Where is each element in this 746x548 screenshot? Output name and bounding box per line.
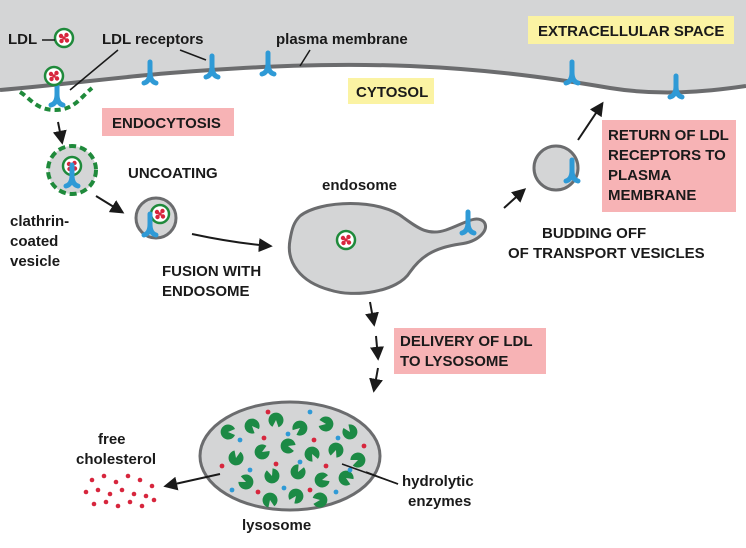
arrow-return xyxy=(577,101,604,141)
cholesterol-dot xyxy=(127,499,133,505)
lysosome-particle xyxy=(219,463,225,469)
arrow-uncoating xyxy=(95,195,125,214)
lysosome-particle xyxy=(285,431,291,437)
return-box xyxy=(602,120,736,212)
endosome-ldl-icon xyxy=(335,229,357,251)
lysosome-label: lysosome xyxy=(242,517,311,534)
lysosome-particle xyxy=(311,437,317,443)
delivery-box xyxy=(394,328,546,374)
lysosome-particle xyxy=(323,463,329,469)
cholesterol-dot xyxy=(115,503,121,509)
lysosome-particle xyxy=(273,461,279,467)
extracellular-label-box xyxy=(528,16,734,44)
ldl-label: LDL xyxy=(8,31,37,48)
cholesterol-dot xyxy=(149,483,155,489)
hydrolytic-label-line2: enzymes xyxy=(408,493,471,510)
lysosome-contents xyxy=(219,409,368,509)
cholesterol-dot xyxy=(143,493,149,499)
lysosome-particle xyxy=(347,467,353,473)
ldl-receptors-leader-1 xyxy=(69,49,119,91)
lysosome-particle xyxy=(361,443,367,449)
lysosome-particle xyxy=(307,487,313,493)
cholesterol-dot xyxy=(151,497,157,503)
return-label-line4: MEMBRANE xyxy=(608,187,696,204)
cytosol-label: CYTOSOL xyxy=(356,84,428,101)
cholesterol-dot xyxy=(119,487,125,493)
extracellular-label: EXTRACELLULAR SPACE xyxy=(538,23,724,40)
arrow-delivery-1 xyxy=(365,301,379,327)
ldl-particle-icon xyxy=(53,27,75,49)
fusion-label-line2: ENDOSOME xyxy=(162,283,250,300)
endosome xyxy=(287,202,487,295)
cholesterol-dot xyxy=(139,503,145,509)
lysosome-particle xyxy=(307,409,313,415)
cholesterol-dot xyxy=(89,477,95,483)
lysosome-particle xyxy=(237,437,243,443)
lysosome-particle xyxy=(247,467,253,473)
clathrin-label-line3: vesicle xyxy=(10,253,60,270)
return-label-line3: PLASMA xyxy=(608,167,672,184)
plasma-membrane-label: plasma membrane xyxy=(276,31,408,48)
cholesterol-dot xyxy=(113,479,119,485)
return-label-line1: RETURN OF LDL xyxy=(608,127,729,144)
lysosome-particle xyxy=(261,435,267,441)
cholesterol-dot xyxy=(107,491,113,497)
lysosome-particle xyxy=(297,459,303,465)
delivery-label-line1: DELIVERY OF LDL xyxy=(400,333,533,350)
hydrolytic-label-line1: hydrolytic xyxy=(402,473,474,490)
uncoating-label: UNCOATING xyxy=(128,165,218,182)
endocytosis-label: ENDOCYTOSIS xyxy=(112,115,221,132)
clathrin-label-line2: coated xyxy=(10,233,58,250)
free-cholesterol-label-line1: free xyxy=(98,431,126,448)
arrow-delivery-3 xyxy=(369,367,383,393)
lysosome-particle xyxy=(265,409,271,415)
cholesterol-dot xyxy=(83,489,89,495)
arrow-pit-to-vesicle xyxy=(52,121,67,145)
endocytosis-box xyxy=(102,108,234,136)
lysosome-particle xyxy=(335,435,341,441)
clathrin-label-line1: clathrin- xyxy=(10,213,69,230)
cholesterol-dot xyxy=(131,491,137,497)
lysosome-particle xyxy=(255,489,261,495)
cholesterol-dot xyxy=(137,477,143,483)
lysosome-particle xyxy=(333,489,339,495)
arrow-budding xyxy=(503,188,527,209)
endosome-label: endosome xyxy=(322,177,397,194)
budding-label-line1: BUDDING OFF xyxy=(542,225,646,242)
lysosome-particle xyxy=(229,487,235,493)
return-label-line2: RECEPTORS TO xyxy=(608,147,726,164)
plasma-membrane-line xyxy=(0,62,746,95)
coated-pit xyxy=(18,86,94,113)
free-cholesterol-dots xyxy=(83,473,157,509)
arrow-fusion xyxy=(191,233,273,253)
cholesterol-dot xyxy=(125,473,131,479)
plasma-membrane-leader xyxy=(299,49,311,67)
arrow-cholesterol xyxy=(163,473,221,491)
arrow-delivery-2 xyxy=(370,335,384,361)
ldl-receptors-leader-2 xyxy=(179,49,207,61)
cytosol-label-box xyxy=(348,78,434,104)
cholesterol-dot xyxy=(101,473,107,479)
uncoated-ldl-icon xyxy=(149,203,171,225)
enzymes-leader-2 xyxy=(341,463,399,485)
lysosome-particle xyxy=(281,485,287,491)
delivery-label-line2: TO LYSOSOME xyxy=(400,353,508,370)
cholesterol-dot xyxy=(95,487,101,493)
ldl-receptors-label: LDL receptors xyxy=(102,31,203,48)
cholesterol-dot xyxy=(91,501,97,507)
cholesterol-dot xyxy=(103,499,109,505)
free-cholesterol-label-line2: cholesterol xyxy=(76,451,156,468)
budding-label-line2: OF TRANSPORT VESICLES xyxy=(508,245,705,262)
ldl-particle-icon xyxy=(43,65,65,87)
fusion-label-line1: FUSION WITH xyxy=(162,263,261,280)
